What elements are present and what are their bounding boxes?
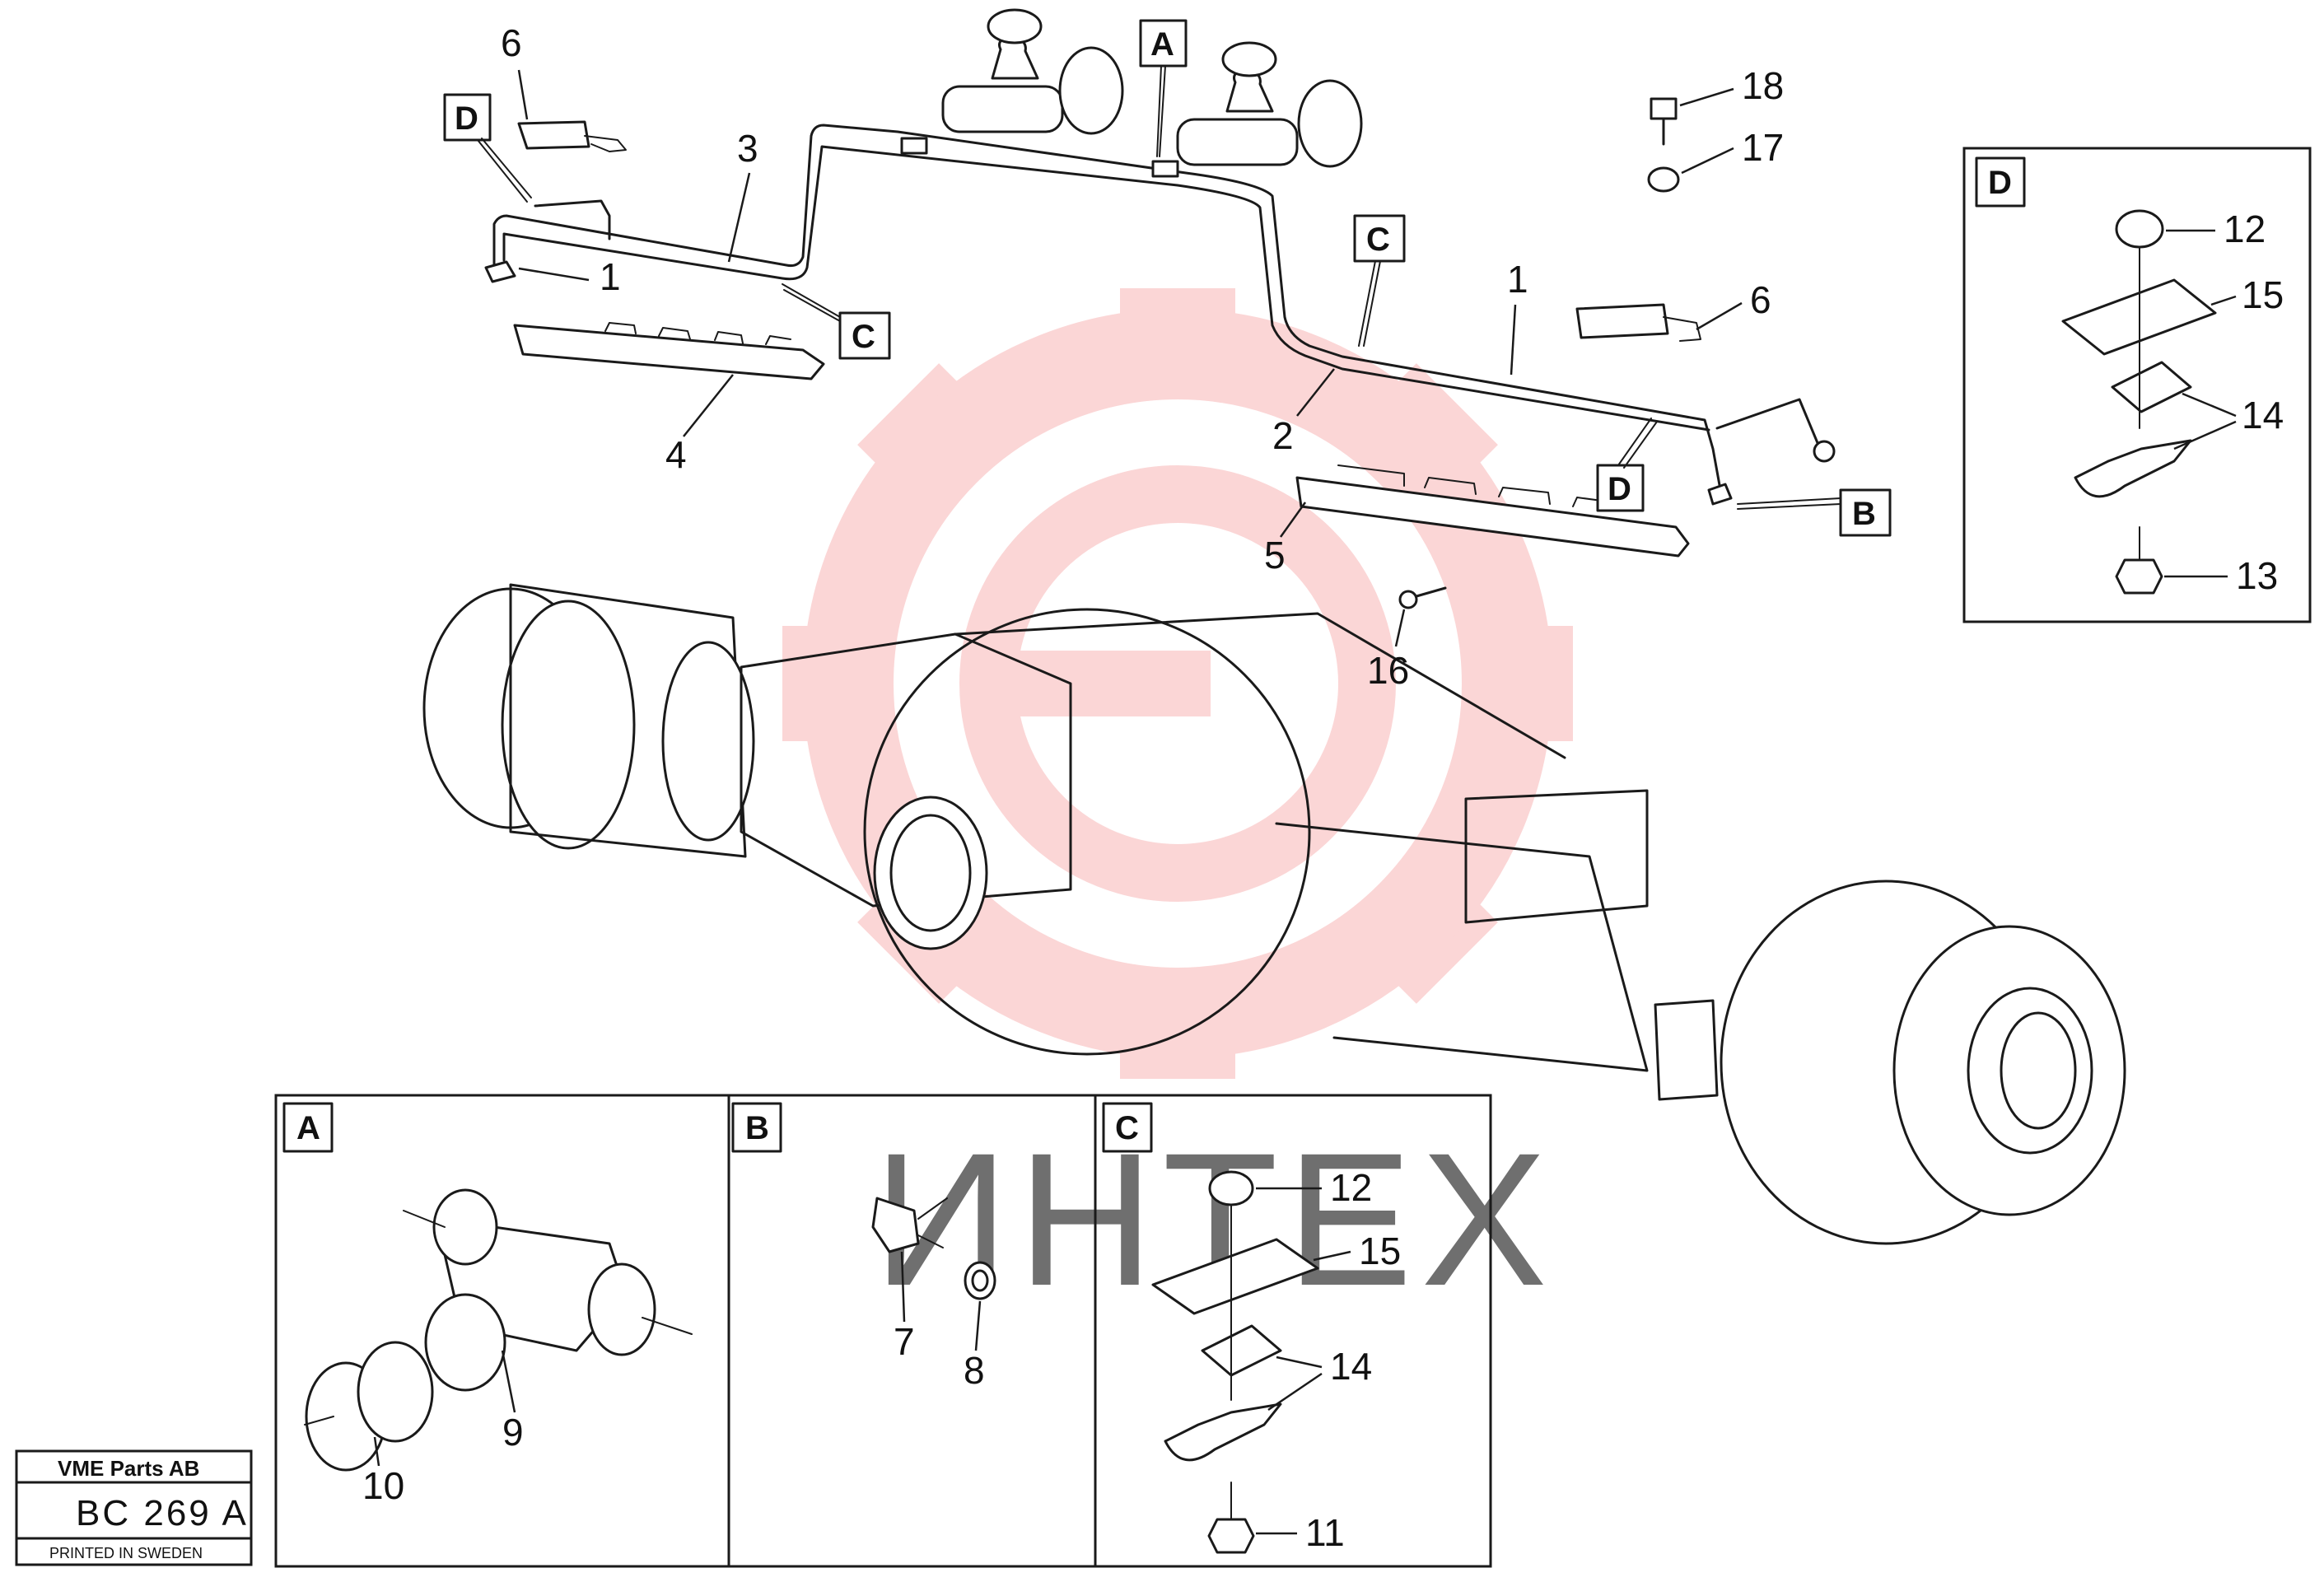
svg-text:8: 8: [964, 1349, 985, 1392]
svg-text:C: C: [1115, 1110, 1139, 1146]
svg-text:10: 10: [362, 1464, 404, 1507]
svg-text:A: A: [296, 1110, 320, 1146]
marker-B: B: [1737, 488, 1892, 537]
reference-markers: A D C C D B: [443, 19, 1892, 537]
svg-text:15: 15: [1359, 1230, 1401, 1272]
company-name: VME Parts AB: [58, 1456, 199, 1481]
sensor-7: [871, 1197, 920, 1253]
bolt-18: [1650, 97, 1678, 146]
clip-14-bottom: [2074, 439, 2192, 498]
svg-text:11: 11: [1305, 1511, 1345, 1554]
cover-6-left: [517, 120, 627, 152]
callout-5: 5: [1264, 534, 1286, 576]
nut-17: [1647, 166, 1680, 193]
detail-panel-C: C 12 15 14 11: [1102, 1102, 1401, 1554]
title-block: VME Parts AB BC 269 A PRINTED IN SWEDEN: [15, 1449, 253, 1566]
svg-text:B: B: [745, 1110, 769, 1146]
axle-housing: [422, 583, 2126, 1245]
svg-text:D: D: [1608, 471, 1631, 507]
svg-text:12: 12: [2224, 208, 2266, 250]
svg-text:D: D: [455, 100, 478, 137]
printed-note: PRINTED IN SWEDEN: [49, 1545, 203, 1561]
callouts-main: 6 3 1 4 1 2 5 6 18 17 16: [501, 21, 1784, 692]
detail-panels-bottom: A 9 10 B 7 8: [274, 1094, 1492, 1568]
callout-4: 4: [665, 433, 687, 476]
nut-12-c: [1208, 1170, 1254, 1206]
bolt-11: [1207, 1518, 1255, 1554]
marker-C-left: C: [782, 283, 891, 360]
svg-text:12: 12: [1330, 1166, 1372, 1209]
callout-2: 2: [1272, 414, 1294, 457]
brake-pipe-assembly: [484, 124, 1836, 506]
callout-1-left: 1: [600, 255, 621, 298]
svg-text:9: 9: [502, 1411, 524, 1454]
callout-6-left: 6: [501, 21, 522, 64]
clip-14-top: [2111, 361, 2192, 413]
brake-cylinder-right: [1176, 41, 1363, 168]
detail-panel-D: D 12 15 14 13: [1962, 147, 2312, 623]
callout-1-right: 1: [1507, 258, 1528, 301]
marker-D-left: D: [443, 93, 532, 203]
detail-panel-A: A 9 10: [282, 1102, 693, 1507]
svg-text:14: 14: [1330, 1345, 1372, 1388]
plate-15-c: [1151, 1238, 1319, 1315]
callout-6-right: 6: [1750, 278, 1771, 321]
callout-18: 18: [1742, 64, 1784, 107]
callout-17: 17: [1742, 126, 1784, 169]
svg-text:D: D: [1988, 165, 2012, 201]
marker-C-right: C: [1353, 214, 1406, 347]
marker-A: A: [1139, 19, 1188, 157]
clip-14-c-bottom: [1164, 1402, 1282, 1462]
clamp-plate-4: [513, 322, 825, 380]
callout-3: 3: [737, 127, 758, 170]
cover-6-right: [1575, 303, 1701, 342]
bolt-13: [2115, 558, 2163, 595]
nut-12: [2115, 209, 2164, 249]
screw-16: [1398, 586, 1447, 609]
svg-text:7: 7: [894, 1320, 915, 1363]
svg-text:13: 13: [2236, 554, 2278, 597]
svg-text:C: C: [1366, 222, 1390, 258]
clip-14-c-top: [1201, 1324, 1282, 1377]
detail-panel-B: B 7 8: [731, 1102, 996, 1392]
svg-text:C: C: [852, 319, 875, 355]
drawing-code: BC 269 A: [76, 1493, 249, 1533]
svg-text:14: 14: [2242, 394, 2284, 436]
clamp-plate-5: [1295, 464, 1690, 558]
svg-text:15: 15: [2242, 273, 2284, 316]
callout-16: 16: [1367, 649, 1409, 692]
brake-cylinder-left: [941, 8, 1124, 135]
svg-text:A: A: [1150, 26, 1174, 63]
svg-text:B: B: [1852, 496, 1876, 532]
marker-D-right: D: [1596, 418, 1658, 512]
